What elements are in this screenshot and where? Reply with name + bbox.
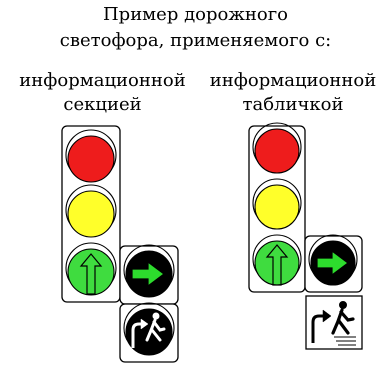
right-red-signal: [252, 122, 302, 174]
left-caption-line-1: информационной: [19, 70, 186, 91]
left-yellow-signal: [65, 184, 117, 238]
pedestrian-turn-icon: [311, 301, 356, 346]
left-traffic-light: [61, 125, 179, 363]
right-caption-line-2: табличкой: [242, 94, 344, 115]
right-green-signal: [252, 234, 302, 286]
right-info-plate: [305, 295, 363, 350]
left-red-signal: [65, 129, 117, 183]
diagram-title-line-2: светофора, применяемого с:: [59, 30, 332, 51]
info-plate-border: [305, 295, 363, 350]
right-arrow-section-signal: [308, 234, 358, 286]
left-arrow-section-signal: [123, 244, 175, 298]
left-caption-line-2: секцией: [63, 94, 142, 115]
diagram-title-line-1: Пример дорожного: [102, 4, 289, 25]
left-pedestrian-signal: [123, 302, 175, 356]
right-traffic-light: [248, 122, 363, 350]
left-green-signal: [65, 242, 117, 296]
right-yellow-signal: [252, 178, 302, 230]
right-caption-line-1: информационной: [209, 70, 377, 91]
right-arrow-icon: [316, 249, 349, 277]
pedestrian-turn-icon: [131, 312, 166, 348]
up-arrow-icon: [79, 253, 103, 295]
up-arrow-icon: [265, 244, 289, 286]
right-arrow-icon: [131, 260, 165, 288]
